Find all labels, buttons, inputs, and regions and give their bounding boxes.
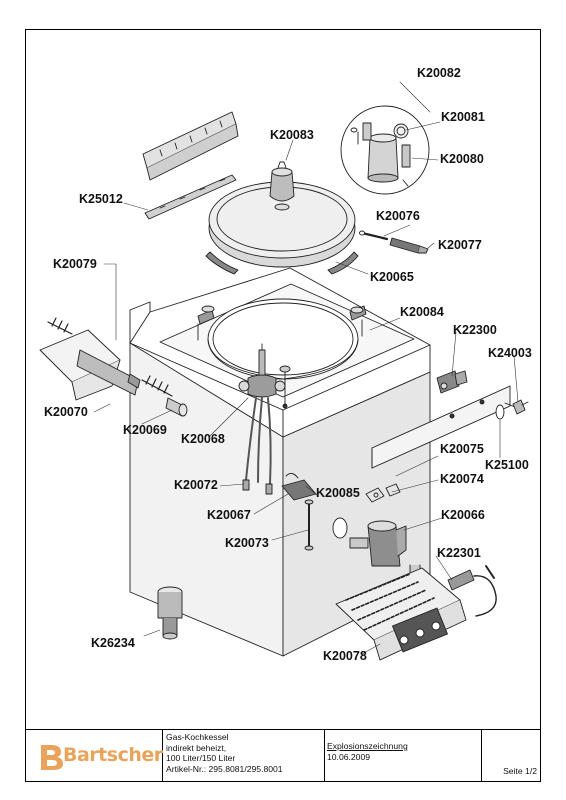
part-label-k20082: K20082 [417, 66, 461, 80]
valve-group-detail [340, 105, 430, 195]
part-label-k20074: K20074 [440, 472, 484, 486]
part-label-k20065: K20065 [370, 270, 414, 284]
knob [512, 399, 529, 415]
description-line-2: indirekt beheizt, [166, 742, 227, 753]
part-label-k20085: K20085 [316, 486, 360, 500]
burner-assembly [335, 567, 467, 661]
drawing-type-cell: Explosionszeichnung 10.06.2009 [325, 730, 482, 782]
thermocouple [447, 565, 497, 617]
part-label-k20067: K20067 [207, 508, 251, 522]
drawing-date: 10.06.2009 [327, 751, 371, 762]
gas-hoses [242, 397, 273, 495]
description-line-3: 100 Liter/150 Liter [166, 753, 236, 764]
adjustable-foot [157, 586, 183, 640]
part-label-k20077: K20077 [438, 238, 482, 252]
tap-assembly [238, 343, 291, 409]
ignition-unit [436, 370, 468, 394]
part-label-k22301: K22301 [437, 546, 481, 560]
part-label-k20076: K20076 [376, 209, 420, 223]
part-label-k20080: K20080 [440, 152, 484, 166]
part-label-k20083: K20083 [270, 128, 314, 142]
part-label-k20070: K20070 [44, 405, 88, 419]
part-label-k20068: K20068 [181, 432, 225, 446]
part-label-k20072: K20072 [174, 478, 218, 492]
rim-clamps [197, 305, 367, 341]
spring-lever [39, 317, 188, 417]
part-label-k20069: K20069 [123, 423, 167, 437]
page-number: Seite 1/2 [503, 766, 537, 776]
article-numbers: Artikel-Nr.: 295.8081/295.8001 [166, 763, 283, 774]
drawing-type: Explosionszeichnung [327, 741, 408, 751]
control-panel [371, 385, 521, 469]
part-label-k20066: K20066 [441, 508, 485, 522]
drawing-frame [25, 29, 541, 782]
part-label-k25012: K25012 [79, 192, 123, 206]
part-label-k20078: K20078 [323, 649, 367, 663]
handle-bar [142, 111, 239, 220]
gaskets [365, 483, 401, 503]
brand-name: Bartscher [63, 744, 163, 766]
logo-cell: Bartscher [25, 730, 163, 782]
part-label-k20073: K20073 [225, 536, 269, 550]
brand-logo-mark [41, 745, 63, 770]
brand-logo: Bartscher [37, 741, 163, 773]
part-label-k20079: K20079 [53, 257, 97, 271]
hinge-pin [359, 230, 429, 254]
part-label-k24003: K24003 [488, 346, 532, 360]
gas-valve [349, 520, 407, 567]
part-label-k25100: K25100 [485, 458, 529, 472]
title-block: Bartscher Gas-Kochkessel indirekt beheiz… [25, 729, 541, 782]
part-label-k22300: K22300 [453, 323, 497, 337]
page-cell: Seite 1/2 [482, 730, 541, 782]
pedal-rod [304, 499, 314, 551]
leader-lines [93, 81, 519, 655]
description-line-1: Gas-Kochkessel [166, 732, 229, 742]
part-label-k20075: K20075 [440, 442, 484, 456]
part-label-k20081: K20081 [441, 110, 485, 124]
part-label-k26234: K26234 [91, 636, 135, 650]
part-label-k20084: K20084 [400, 305, 444, 319]
description-cell: Gas-Kochkessel indirekt beheizt, 100 Lit… [163, 730, 325, 782]
lid [205, 161, 359, 275]
